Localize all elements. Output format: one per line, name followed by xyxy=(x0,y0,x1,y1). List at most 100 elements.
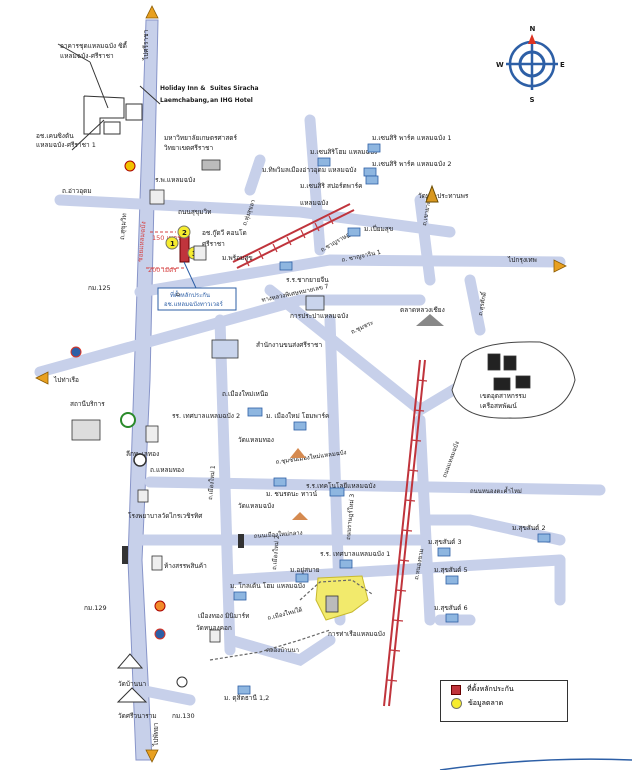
svg-text:การประปาแหลมฉบัง: การประปาแหลมฉบัง xyxy=(290,312,348,320)
svg-text:N: N xyxy=(530,25,536,33)
compass-icon: N S E W xyxy=(496,25,565,104)
svg-text:ม.ทิพวิมลเมืองอ่าวอุดม แหลมฉบั: ม.ทิพวิมลเมืองอ่าวอุดม แหลมฉบัง xyxy=(262,166,357,174)
svg-text:Suites Siracha: Suites Siracha xyxy=(210,85,259,92)
map-legend: ที่ตั้งหลักประกัน ข้อมูลตลาด xyxy=(440,680,568,722)
svg-text:วัดแหลมทอง: วัดแหลมทอง xyxy=(238,436,274,444)
svg-text:ม.เซนสิริโฮม แหลมฉบัง: ม.เซนสิริโฮม แหลมฉบัง xyxy=(310,148,377,156)
svg-text:ม.สุขสันต์ 6: ม.สุขสันต์ 6 xyxy=(434,604,468,612)
route-dashed xyxy=(209,579,373,661)
legend-collateral-label: ที่ตั้งหลักประกัน xyxy=(467,685,514,693)
landmark-icons: ⌂ xyxy=(70,160,444,703)
svg-text:ร.ร. เทศบาลแหลมฉบัง 1: ร.ร. เทศบาลแหลมฉบัง 1 xyxy=(320,550,390,558)
highway-sukhumvit xyxy=(127,19,159,761)
svg-text:คลองบ้านนา: คลองบ้านนา xyxy=(266,647,299,654)
svg-text:ตลาดหลวงเชียง: ตลาดหลวงเชียง xyxy=(400,306,445,314)
svg-text:การท่าเรือแหลมฉบัง: การท่าเรือแหลมฉบัง xyxy=(328,630,385,638)
svg-text:ถ.เมืองใหม่เหนือ: ถ.เมืองใหม่เหนือ xyxy=(222,390,268,398)
svg-text:กม.129: กม.129 xyxy=(84,604,107,612)
legend-comparable-label: ข้อมูลตลาด xyxy=(468,699,504,707)
label-holiday: Holiday Inn & xyxy=(160,85,206,92)
svg-text:ร.ร.ชากยายจีน: ร.ร.ชากยายจีน xyxy=(286,276,329,284)
svg-text:2: 2 xyxy=(182,229,187,237)
svg-text:แหลมฉบัง-ศรีราชา 1: แหลมฉบัง-ศรีราชา 1 xyxy=(36,141,96,149)
svg-text:เขตอุตสาหกรรม: เขตอุตสาหกรรม xyxy=(480,392,526,400)
building-outlines xyxy=(57,43,161,151)
svg-text:ห้างสรรพสินค้า: ห้างสรรพสินค้า xyxy=(164,562,207,570)
svg-text:ม. โกลเด้น โฮม แหลมฉบัง: ม. โกลเด้น โฮม แหลมฉบัง xyxy=(230,582,305,590)
comparable-legend-icon xyxy=(451,698,462,709)
svg-text:ม.เซนสิริ พาร์ค แหลมฉบัง 1: ม.เซนสิริ พาร์ค แหลมฉบัง 1 xyxy=(372,134,451,142)
svg-text:ม. ชนรตนะ ทาวน์: ม. ชนรตนะ ทาวน์ xyxy=(266,490,318,498)
svg-text:ถ.เมืองใหม่ใต้: ถ.เมืองใหม่ใต้ xyxy=(267,606,304,622)
svg-text:ถ.เมืองใหม่ 1: ถ.เมืองใหม่ 1 xyxy=(206,465,217,500)
svg-text:วัดบ้านนา: วัดบ้านนา xyxy=(118,680,147,688)
svg-text:1: 1 xyxy=(170,240,175,248)
svg-text:แหลมฉบัง-ศรีราชา: แหลมฉบัง-ศรีราชา xyxy=(60,52,114,60)
svg-text:ไปท่าเรือ: ไปท่าเรือ xyxy=(53,376,79,384)
svg-text:ม.เซนสิริ สปอร์ตพาร์ค: ม.เซนสิริ สปอร์ตพาร์ค xyxy=(300,182,362,190)
svg-text:E: E xyxy=(560,61,565,69)
direction-arrows xyxy=(35,5,567,763)
svg-text:ม.อยู่สบาย: ม.อยู่สบาย xyxy=(290,566,320,574)
svg-text:ม.เปี่ยมสุข: ม.เปี่ยมสุข xyxy=(364,224,393,233)
svg-text:ถ.อ่าวอุดม: ถ.อ่าวอุดม xyxy=(62,187,92,195)
svg-text:ม.สุขสันต์ 3: ม.สุขสันต์ 3 xyxy=(428,538,462,546)
bottom-arc xyxy=(439,758,632,770)
svg-text:เมืองทอง มินิมาร์ท: เมืองทอง มินิมาร์ท xyxy=(198,612,249,620)
svg-text:200 เมตร: 200 เมตร xyxy=(148,266,177,274)
svg-text:แหลมฉบัง: แหลมฉบัง xyxy=(300,199,328,207)
collateral-site xyxy=(179,235,190,263)
svg-text:an IHG Hotel: an IHG Hotel xyxy=(210,97,253,104)
svg-text:กม.130: กม.130 xyxy=(172,712,195,720)
svg-text:ถนนราษฎร์ใหม่ 3: ถนนราษฎร์ใหม่ 3 xyxy=(344,493,356,540)
svg-text:ไปพัทยา: ไปพัทยา xyxy=(152,722,160,747)
svg-text:ศรีราชา: ศรีราชา xyxy=(202,240,225,248)
svg-text:ถนนเมืองใหม่กลาง: ถนนเมืองใหม่กลาง xyxy=(254,529,303,540)
svg-text:วัดศรีวนาราม: วัดศรีวนาราม xyxy=(118,712,157,720)
svg-text:สถานีบริการ: สถานีบริการ xyxy=(70,400,105,408)
svg-text:ถนนแหลมฉบัง: ถนนแหลมฉบัง xyxy=(441,440,461,478)
svg-text:ร.พ.แหลมฉบัง: ร.พ.แหลมฉบัง xyxy=(155,176,195,184)
svg-text:ซอยแหลมฉบัง: ซอยแหลมฉบัง xyxy=(136,221,148,262)
svg-text:ม.สุขสันต์ 2: ม.สุขสันต์ 2 xyxy=(512,524,546,532)
svg-text:วิทยาเขตศรีราชา: วิทยาเขตศรีราชา xyxy=(164,144,214,152)
svg-text:วัดหนองคอก: วัดหนองคอก xyxy=(196,624,232,632)
landmark-buildings xyxy=(71,159,531,643)
svg-text:ถ.แหลมทอง: ถ.แหลมทอง xyxy=(150,466,184,474)
svg-text:เครือสหพัฒน์: เครือสหพัฒน์ xyxy=(480,402,517,410)
svg-text:ถนนหนองตะค้ำไหม่: ถนนหนองตะค้ำไหม่ xyxy=(470,485,522,495)
svg-text:สำนักงานขนส่งศรีราชา: สำนักงานขนส่งศรีราชา xyxy=(256,341,322,349)
km-post-icon: ⌂ xyxy=(176,291,180,298)
collateral-legend-icon xyxy=(451,684,461,695)
svg-text:ถ.เมืองใหม่ 2: ถ.เมืองใหม่ 2 xyxy=(270,535,281,570)
svg-text:ม. ดุสิตธานี 1,2: ม. ดุสิตธานี 1,2 xyxy=(224,694,269,702)
svg-text:โรงพยาบาลวัดไกรเวชิรทิศ: โรงพยาบาลวัดไกรเวชิรทิศ xyxy=(128,512,203,520)
svg-text:มหาวิทยาลัยเกษตรศาสตร์: มหาวิทยาลัยเกษตรศาสตร์ xyxy=(164,134,238,142)
svg-text:ถ.สุขุมวิท: ถ.สุขุมวิท xyxy=(118,213,128,240)
distance-markers xyxy=(146,231,184,269)
port-area xyxy=(315,575,369,621)
railway-lines xyxy=(232,203,426,707)
svg-text:ไปศรีราชา: ไปศรีราชา xyxy=(142,29,150,61)
estate-house-icons xyxy=(233,143,551,695)
svg-text:ม.สุขสันต์ 5: ม.สุขสันต์ 5 xyxy=(434,566,468,574)
svg-text:W: W xyxy=(496,61,504,69)
industrial-zone xyxy=(451,341,576,419)
svg-text:ที่ตั้งหลักประกัน: ที่ตั้งหลักประกัน xyxy=(170,289,210,299)
svg-text:Laemchabang,: Laemchabang, xyxy=(160,97,209,104)
svg-text:กม.125: กม.125 xyxy=(88,284,111,292)
railway-ties xyxy=(244,215,428,682)
svg-text:อช.แหลมฉบังทาวเวอร์: อช.แหลมฉบังทาวเวอร์ xyxy=(164,300,224,308)
svg-text:ร.ร.เทคโนโลยีแหลมฉบัง: ร.ร.เทคโนโลยีแหลมฉบัง xyxy=(306,482,376,490)
collateral-callout xyxy=(157,287,237,311)
svg-text:ไปกรุงเทพ: ไปกรุงเทพ xyxy=(507,256,537,264)
svg-text:ม.พร้อมสุข: ม.พร้อมสุข xyxy=(222,254,253,262)
svg-text:วัดพระประทานพร: วัดพระประทานพร xyxy=(418,192,469,200)
label-jasmine: อาคารชุดแหลมฉบัง ซิตี้ xyxy=(60,41,128,50)
svg-text:อช.เคนซิงตัน: อช.เคนซิงตัน xyxy=(36,132,74,140)
svg-text:ถนนสุขุมวิท: ถนนสุขุมวิท xyxy=(178,208,211,216)
svg-text:รร. เทศบาลแหลมฉบัง 2: รร. เทศบาลแหลมฉบัง 2 xyxy=(172,412,240,420)
svg-text:150 เมตร: 150 เมตร xyxy=(152,234,181,242)
svg-text:S: S xyxy=(530,96,535,104)
